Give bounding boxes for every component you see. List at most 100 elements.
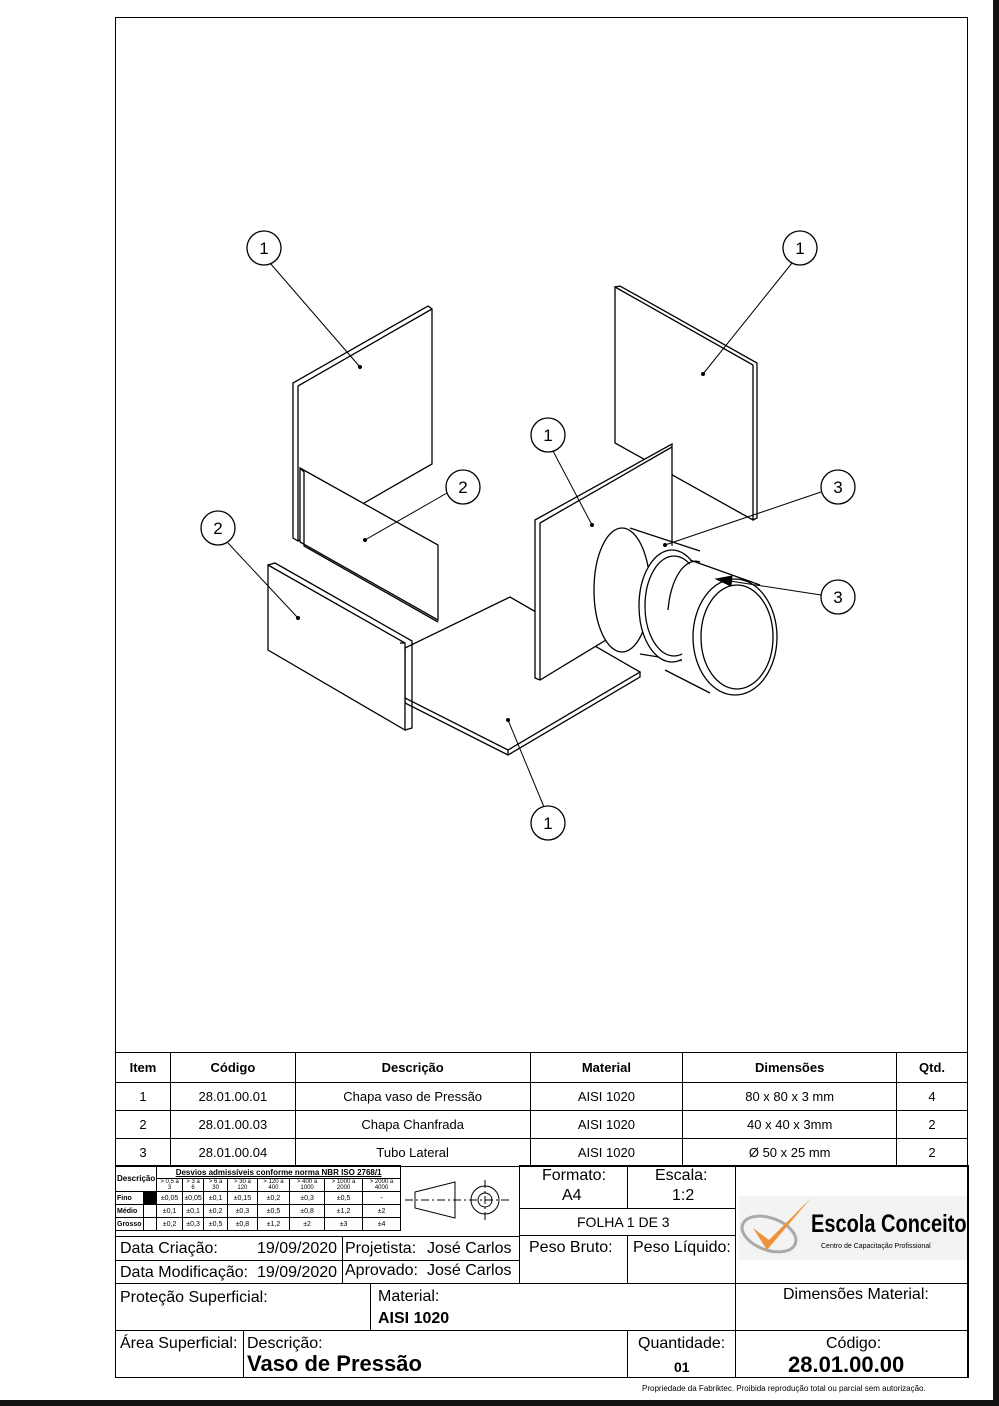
footer-note: Propriedade da Fabriktec. Proibida repro… — [642, 1384, 926, 1393]
tol-value: ±0,8 — [226, 1217, 258, 1231]
tol-value: ±0,2 — [256, 1191, 291, 1205]
tol-range: > 30 a 120 — [226, 1178, 258, 1192]
tube-inner — [664, 559, 778, 696]
codigo-label: Código: — [826, 1335, 882, 1352]
tol-value: ±0,3 — [289, 1191, 326, 1205]
col-dimensoes: Dimensões — [682, 1052, 898, 1083]
data-mod-value: 19/09/2020 — [257, 1264, 338, 1281]
protecao-cell: Proteção Superficial: — [115, 1283, 371, 1331]
col-item: Item — [115, 1052, 171, 1083]
area-cell: Área Superficial: — [115, 1330, 244, 1378]
data-mod-cell: Data Modificação: 19/09/2020 — [115, 1260, 343, 1284]
projetista-label: Projetista: — [345, 1240, 417, 1257]
balloons: 1 1 1 2 2 3 3 1 — [200, 230, 856, 841]
cell: 80 x 80 x 3 mm — [682, 1082, 898, 1111]
aprovado-label: Aprovado: — [345, 1262, 418, 1279]
quantidade-cell: Quantidade: 01 — [627, 1330, 736, 1378]
cell: 2 — [896, 1138, 968, 1167]
tol-class-marker — [143, 1191, 158, 1205]
tol-class-marker — [143, 1204, 158, 1218]
col-descricao: Descrição — [294, 1052, 531, 1083]
col-codigo: Código — [169, 1052, 296, 1083]
cell: AISI 1020 — [529, 1138, 684, 1167]
dim-material-label: Dimensões Material: — [783, 1286, 929, 1303]
tol-value: ±0,2 — [156, 1217, 183, 1231]
tol-row: Fino±0,05±0,05±0,1±0,15±0,2±0,3±0,5- — [114, 1191, 401, 1205]
folha-value: FOLHA 1 DE 3 — [577, 1214, 670, 1230]
escala-value: 1:2 — [672, 1187, 695, 1204]
material-label: Material: — [378, 1288, 440, 1305]
tol-value: ±4 — [362, 1217, 401, 1231]
svg-text:1: 1 — [543, 814, 552, 833]
tol-value: ±0,5 — [256, 1204, 291, 1218]
check-logo-icon — [740, 1198, 811, 1254]
tol-range: > 1000 a 2000 — [324, 1178, 364, 1192]
plate-left-back — [292, 305, 433, 542]
descricao-label: Descrição: — [247, 1335, 323, 1352]
tol-value: ±2 — [362, 1204, 401, 1218]
projetista-value: José Carlos — [427, 1240, 512, 1257]
folha-cell: FOLHA 1 DE 3 — [519, 1208, 736, 1236]
tol-value: - — [362, 1191, 401, 1205]
tol-range: > 400 a 1000 — [289, 1178, 326, 1192]
data-criacao-value: 19/09/2020 — [257, 1240, 338, 1257]
balloon-1d: 1 — [530, 805, 566, 841]
quantidade-value: 01 — [674, 1359, 690, 1375]
cell: Chapa vaso de Pressão — [294, 1082, 531, 1111]
cell: Chapa Chanfrada — [294, 1110, 531, 1139]
edge-bar — [993, 0, 999, 1406]
balloon-1c: 1 — [530, 417, 566, 453]
dim-material-cell: Dimensões Material: — [735, 1283, 969, 1331]
bom-header-row: Item Código Descrição Material Dimensões… — [115, 1052, 968, 1083]
balloon-1a: 1 — [246, 230, 282, 266]
formato-cell: Formato: A4 — [519, 1165, 628, 1209]
bottom-edge-bar — [0, 1400, 999, 1406]
balloon-2b: 2 — [200, 510, 236, 546]
data-mod-label: Data Modificação: — [120, 1264, 249, 1281]
tol-value: ±0,3 — [226, 1204, 258, 1218]
svg-text:1: 1 — [795, 239, 804, 258]
cell: AISI 1020 — [529, 1110, 684, 1139]
svg-text:2: 2 — [213, 519, 222, 538]
tol-class-label: Fino — [114, 1191, 145, 1205]
quantidade-label: Quantidade: — [638, 1335, 726, 1352]
formato-value: A4 — [562, 1187, 582, 1204]
tol-value: ±1,2 — [324, 1204, 364, 1218]
codigo-cell: Código:28.01.00.00 — [735, 1330, 969, 1378]
tol-value: ±0,3 — [181, 1217, 205, 1231]
data-criacao-cell: Data Criação: 19/09/2020 — [115, 1236, 343, 1261]
cell: 40 x 40 x 3mm — [682, 1110, 898, 1139]
material-value: AISI 1020 — [378, 1310, 450, 1327]
tol-value: ±0,1 — [181, 1204, 205, 1218]
isometric-assembly-view: 1 1 1 2 2 3 3 1 — [200, 230, 856, 841]
bill-of-materials: Item Código Descrição Material Dimensões… — [115, 1052, 968, 1167]
col-qtd: Qtd. — [896, 1052, 968, 1083]
cell: 1 — [115, 1082, 171, 1111]
tol-value: ±0,05 — [181, 1191, 205, 1205]
formato-label: Formato: — [542, 1167, 607, 1184]
tol-value: ±0,05 — [156, 1191, 183, 1205]
peso-bruto-label: Peso Bruto: — [529, 1239, 613, 1256]
cell: 3 — [115, 1138, 171, 1167]
area-label: Área Superficial: — [120, 1335, 238, 1352]
peso-bruto-cell: Peso Bruto: — [519, 1235, 628, 1284]
tol-range: > 2000 a 4000 — [362, 1178, 401, 1192]
tol-range: > 120 a 400 — [256, 1178, 291, 1192]
data-criacao-label: Data Criação: — [120, 1240, 218, 1257]
tol-range: > 3 a 6 — [181, 1178, 205, 1192]
tol-class-label: Médio — [114, 1204, 145, 1218]
cell: 28.01.00.03 — [169, 1110, 296, 1139]
tol-value: ±0,5 — [324, 1191, 364, 1205]
svg-text:3: 3 — [833, 588, 842, 607]
cell: Tubo Lateral — [294, 1138, 531, 1167]
aprovado-cell: Aprovado:José Carlos — [342, 1260, 520, 1284]
escala-label: Escala: — [655, 1167, 708, 1184]
cell: 2 — [115, 1110, 171, 1139]
svg-text:1: 1 — [543, 426, 552, 445]
cell: 28.01.00.04 — [169, 1138, 296, 1167]
tol-row: Médio±0,1±0,1±0,2±0,3±0,5±0,8±1,2±2 — [114, 1204, 401, 1218]
